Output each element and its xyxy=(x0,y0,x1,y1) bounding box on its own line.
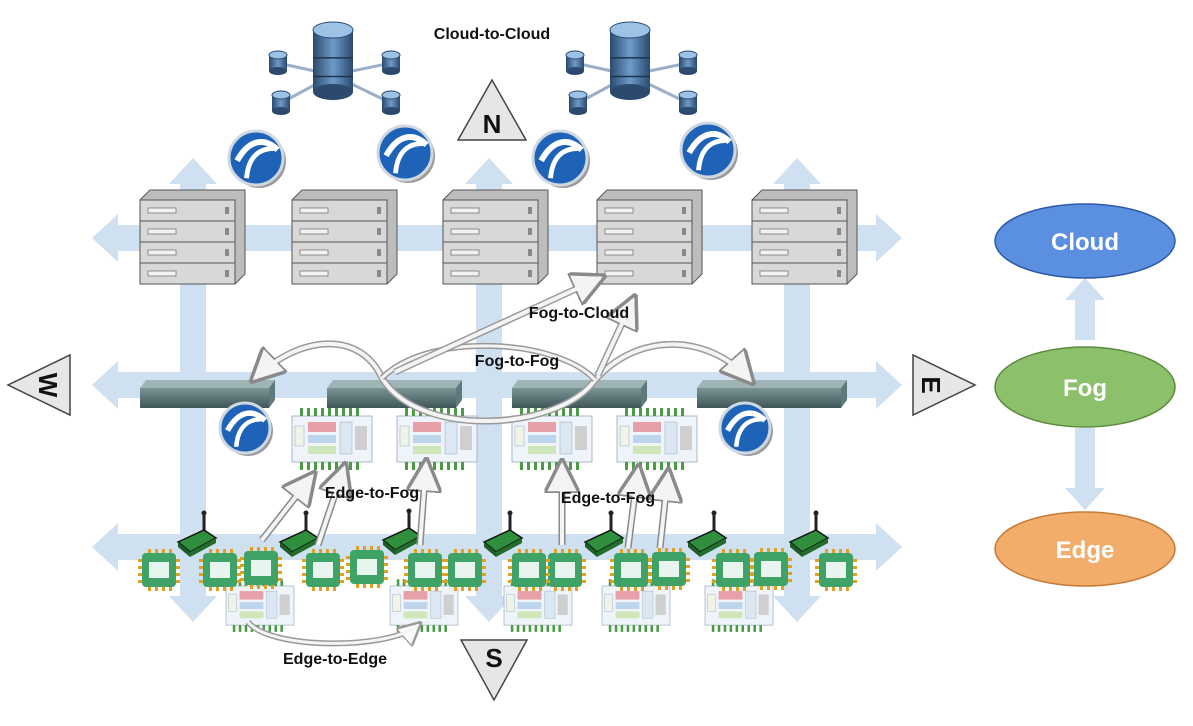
east-marker: E xyxy=(912,353,977,417)
processor-chip-2 xyxy=(302,549,344,591)
iot-board-7 xyxy=(788,510,830,557)
label-edge-to-edge: Edge-to-Edge xyxy=(283,651,387,668)
iot-board-6 xyxy=(686,510,728,557)
fog-server-1 xyxy=(139,189,246,285)
fog-servers xyxy=(139,189,858,285)
platform-logos xyxy=(218,121,773,456)
sensor-node-6 xyxy=(648,548,690,590)
east-label: E xyxy=(916,376,946,393)
label-fog-to-cloud: Fog-to-Cloud xyxy=(529,305,629,322)
layer-edge-label: Edge xyxy=(1056,537,1115,564)
platform-logo-6 xyxy=(718,401,773,456)
legend-arrow-up xyxy=(1065,278,1105,340)
layer-fog-label: Fog xyxy=(1063,375,1107,402)
platform-logo-5 xyxy=(218,401,273,456)
fog-server-4 xyxy=(596,189,703,285)
west-label: W xyxy=(33,373,63,398)
platform-logo-4 xyxy=(679,121,738,180)
label-fog-to-fog: Fog-to-Fog xyxy=(475,353,559,370)
label-edge-to-fog-left: Edge-to-Fog xyxy=(325,485,419,502)
south-label: S xyxy=(485,643,502,673)
fog-software-panel-3 xyxy=(511,408,593,470)
north-label: N xyxy=(483,109,502,139)
fog-server-2 xyxy=(291,189,398,285)
cloud-datacenters xyxy=(268,21,698,115)
fog-software-panel-1 xyxy=(291,408,373,470)
platform-logo-2 xyxy=(376,124,435,183)
sensor-node-7 xyxy=(750,548,792,590)
edge-software-panel-1 xyxy=(225,579,295,632)
communication-arrows xyxy=(245,278,750,643)
sensor-node-4 xyxy=(444,549,486,591)
fog-server-3 xyxy=(442,189,549,285)
iot-board-1 xyxy=(176,510,218,557)
legend-arrow-down xyxy=(1065,428,1105,510)
cloud-datacenter-1 xyxy=(268,21,401,115)
fog-software-panel-4 xyxy=(616,408,698,470)
platform-logo-1 xyxy=(227,129,286,188)
sensor-node-5 xyxy=(544,549,586,591)
processor-chip-6 xyxy=(712,549,754,591)
layer-cloud: Cloud xyxy=(994,203,1176,279)
cloud-datacenter-2 xyxy=(565,21,698,115)
sensor-node-3 xyxy=(346,546,388,588)
edge-devices xyxy=(138,508,857,591)
layer-cloud-label: Cloud xyxy=(1051,229,1119,256)
processor-chip-1 xyxy=(199,549,241,591)
compass: N S E W xyxy=(6,78,977,702)
sensor-node-1 xyxy=(138,549,180,591)
sensor-node-2 xyxy=(240,547,282,589)
flow-labels: Cloud-to-Cloud Fog-to-Cloud Fog-to-Fog E… xyxy=(283,26,655,668)
layer-legend: Cloud Fog Edge xyxy=(994,203,1176,587)
label-cloud-to-cloud: Cloud-to-Cloud xyxy=(434,26,550,43)
edge-software-panel-2 xyxy=(389,579,459,632)
iot-board-3 xyxy=(381,508,423,555)
layer-fog: Fog xyxy=(994,346,1176,428)
platform-logo-3 xyxy=(531,129,590,188)
layer-edge: Edge xyxy=(994,511,1176,587)
processor-chip-7 xyxy=(815,549,857,591)
iot-board-5 xyxy=(583,510,625,557)
west-marker: W xyxy=(6,353,71,417)
switch-4 xyxy=(697,380,847,408)
processor-chip-5 xyxy=(610,549,652,591)
label-edge-to-fog-right: Edge-to-Fog xyxy=(561,490,655,507)
north-marker: N xyxy=(456,78,528,141)
switch-2 xyxy=(327,380,462,408)
processor-chip-3 xyxy=(404,549,446,591)
processor-chip-4 xyxy=(508,549,550,591)
fog-server-5 xyxy=(751,189,858,285)
iot-board-4 xyxy=(482,510,524,557)
south-marker: S xyxy=(459,639,529,702)
edge-software-panel-5 xyxy=(704,579,774,632)
